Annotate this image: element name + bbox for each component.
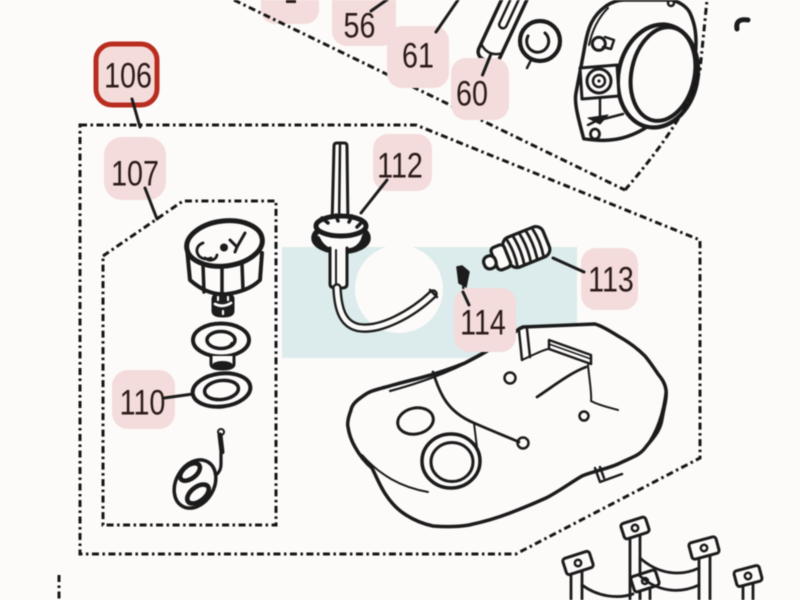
svg-text:110: 110 — [120, 383, 166, 422]
svg-text:114: 114 — [460, 303, 506, 342]
svg-text:112: 112 — [377, 146, 423, 185]
svg-text:106: 106 — [104, 56, 152, 95]
svg-text:61: 61 — [402, 36, 434, 75]
svg-text:60: 60 — [456, 74, 488, 113]
svg-text:107: 107 — [111, 154, 159, 193]
svg-text:56: 56 — [344, 6, 376, 45]
svg-text:113: 113 — [588, 260, 634, 299]
